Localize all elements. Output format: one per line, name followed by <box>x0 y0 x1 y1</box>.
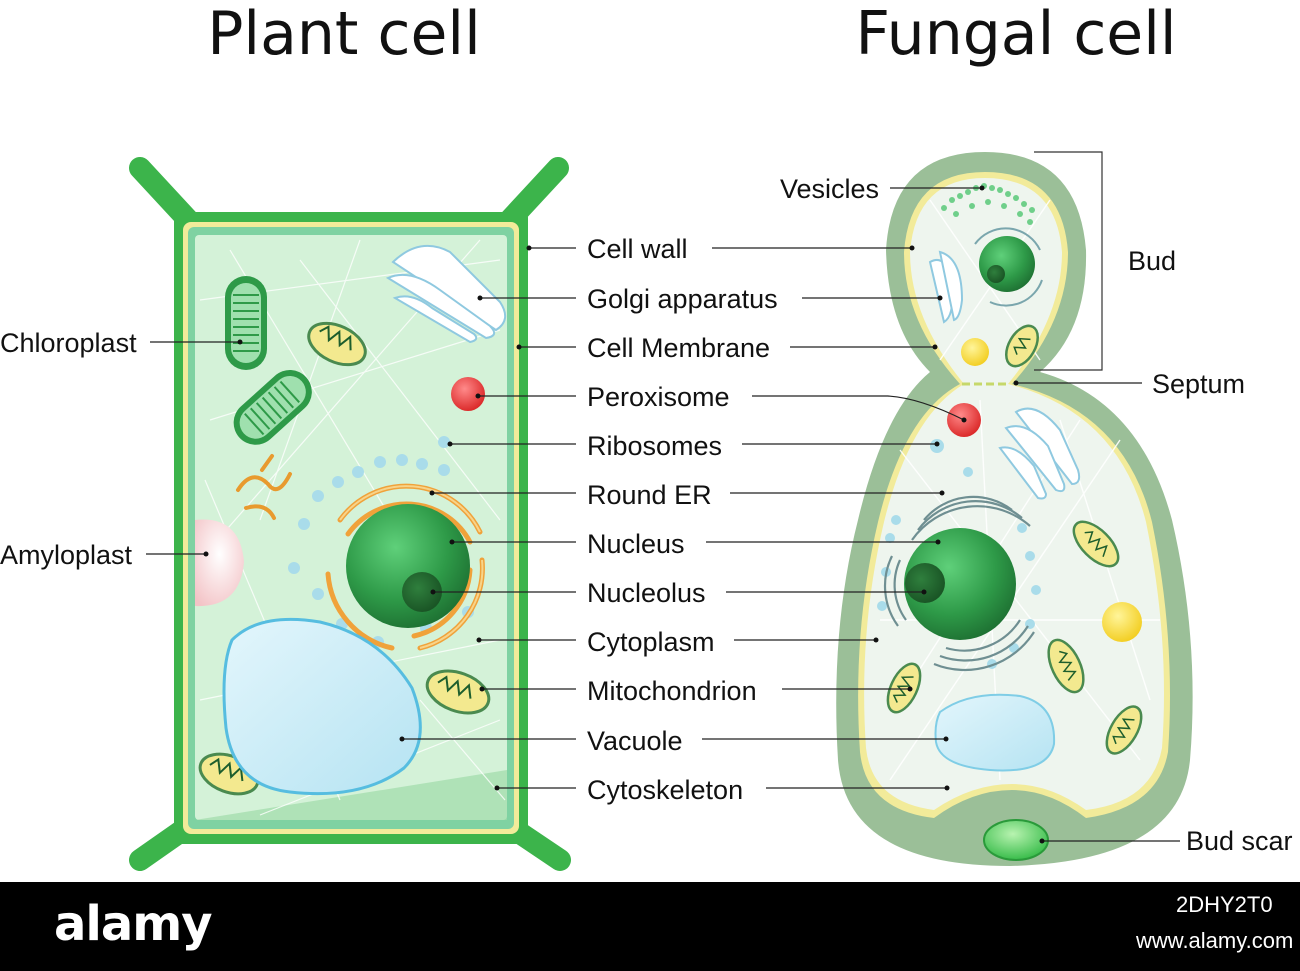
label-mitochondrion: Mitochondrion <box>587 676 757 706</box>
alamy-logo: alamy <box>54 896 213 952</box>
label-chloroplast: Chloroplast <box>0 328 137 358</box>
label-cytoplasm: Cytoplasm <box>587 627 715 657</box>
bud-nucleus <box>979 236 1035 292</box>
plant-amyloplast <box>195 519 244 607</box>
plant-er-fragment <box>236 454 292 520</box>
plant-nucleus <box>346 504 470 628</box>
label-nucleus: Nucleus <box>587 529 685 559</box>
watermark-footer: alamy 2DHY2T0 www.alamy.com <box>0 882 1300 971</box>
label-nucleolus: Nucleolus <box>587 578 706 608</box>
fungal-mitochondrion-4 <box>1105 705 1143 755</box>
fungal-mitochondrion-2 <box>1047 638 1085 694</box>
fungal-cytoplasm <box>864 178 1164 810</box>
plant-cell-title: Plant cell <box>207 0 481 69</box>
label-vacuole: Vacuole <box>587 726 683 756</box>
label-golgi-apparatus: Golgi apparatus <box>587 284 778 314</box>
chloroplast <box>225 276 267 370</box>
fungal-vacuole <box>934 693 1056 772</box>
center-labels: Cell wall Golgi apparatus Cell Membrane … <box>587 234 778 805</box>
label-cell-wall: Cell wall <box>587 234 688 264</box>
label-cell-membrane: Cell Membrane <box>587 333 770 363</box>
fungal-golgi <box>998 407 1081 500</box>
bud-mitochondrion <box>1005 324 1039 368</box>
plant-mitochondrion-2 <box>425 669 491 715</box>
plant-cell <box>129 157 571 871</box>
label-round-er: Round ER <box>587 480 712 510</box>
fungal-mitochondrion-1 <box>1072 520 1120 568</box>
leader-lines <box>146 185 1180 844</box>
fungal-round-er <box>883 495 1035 672</box>
image-code: 2DHY2T0 <box>1176 892 1273 917</box>
fungal-vesicles <box>941 183 1035 225</box>
label-bud-scar: Bud scar <box>1186 826 1293 856</box>
label-amyloplast: Amyloplast <box>0 540 133 570</box>
fungal-cell-title: Fungal cell <box>855 0 1176 69</box>
bud-lipid <box>961 338 989 366</box>
label-septum: Septum <box>1152 369 1245 399</box>
fungal-mitochondrion-3 <box>886 662 922 714</box>
bud-golgi <box>928 250 964 324</box>
fungal-lipid <box>1102 602 1142 642</box>
site-url: www.alamy.com <box>1136 928 1294 953</box>
plant-mitochondrion-1 <box>307 321 367 367</box>
label-vesicles: Vesicles <box>780 174 879 204</box>
label-ribosomes: Ribosomes <box>587 431 722 461</box>
bud-bracket <box>1034 151 1103 371</box>
plant-peroxisome <box>451 377 485 411</box>
fungal-nucleus <box>904 528 1016 640</box>
cell-diagram: Plant cell Fungal cell <box>0 0 1293 871</box>
plant-nucleolus <box>402 572 442 612</box>
fungal-cell <box>836 151 1193 866</box>
label-peroxisome: Peroxisome <box>587 382 730 412</box>
chloroplast-2 <box>233 369 312 445</box>
label-cytoskeleton: Cytoskeleton <box>587 775 743 805</box>
plant-vacuole <box>222 617 422 796</box>
label-bud: Bud <box>1128 246 1176 276</box>
plant-golgi <box>385 245 507 344</box>
fungal-ribosomes <box>877 467 1041 669</box>
fungal-nucleolus <box>905 563 945 603</box>
bud-er <box>974 227 1043 307</box>
bud-scar <box>983 819 1049 861</box>
